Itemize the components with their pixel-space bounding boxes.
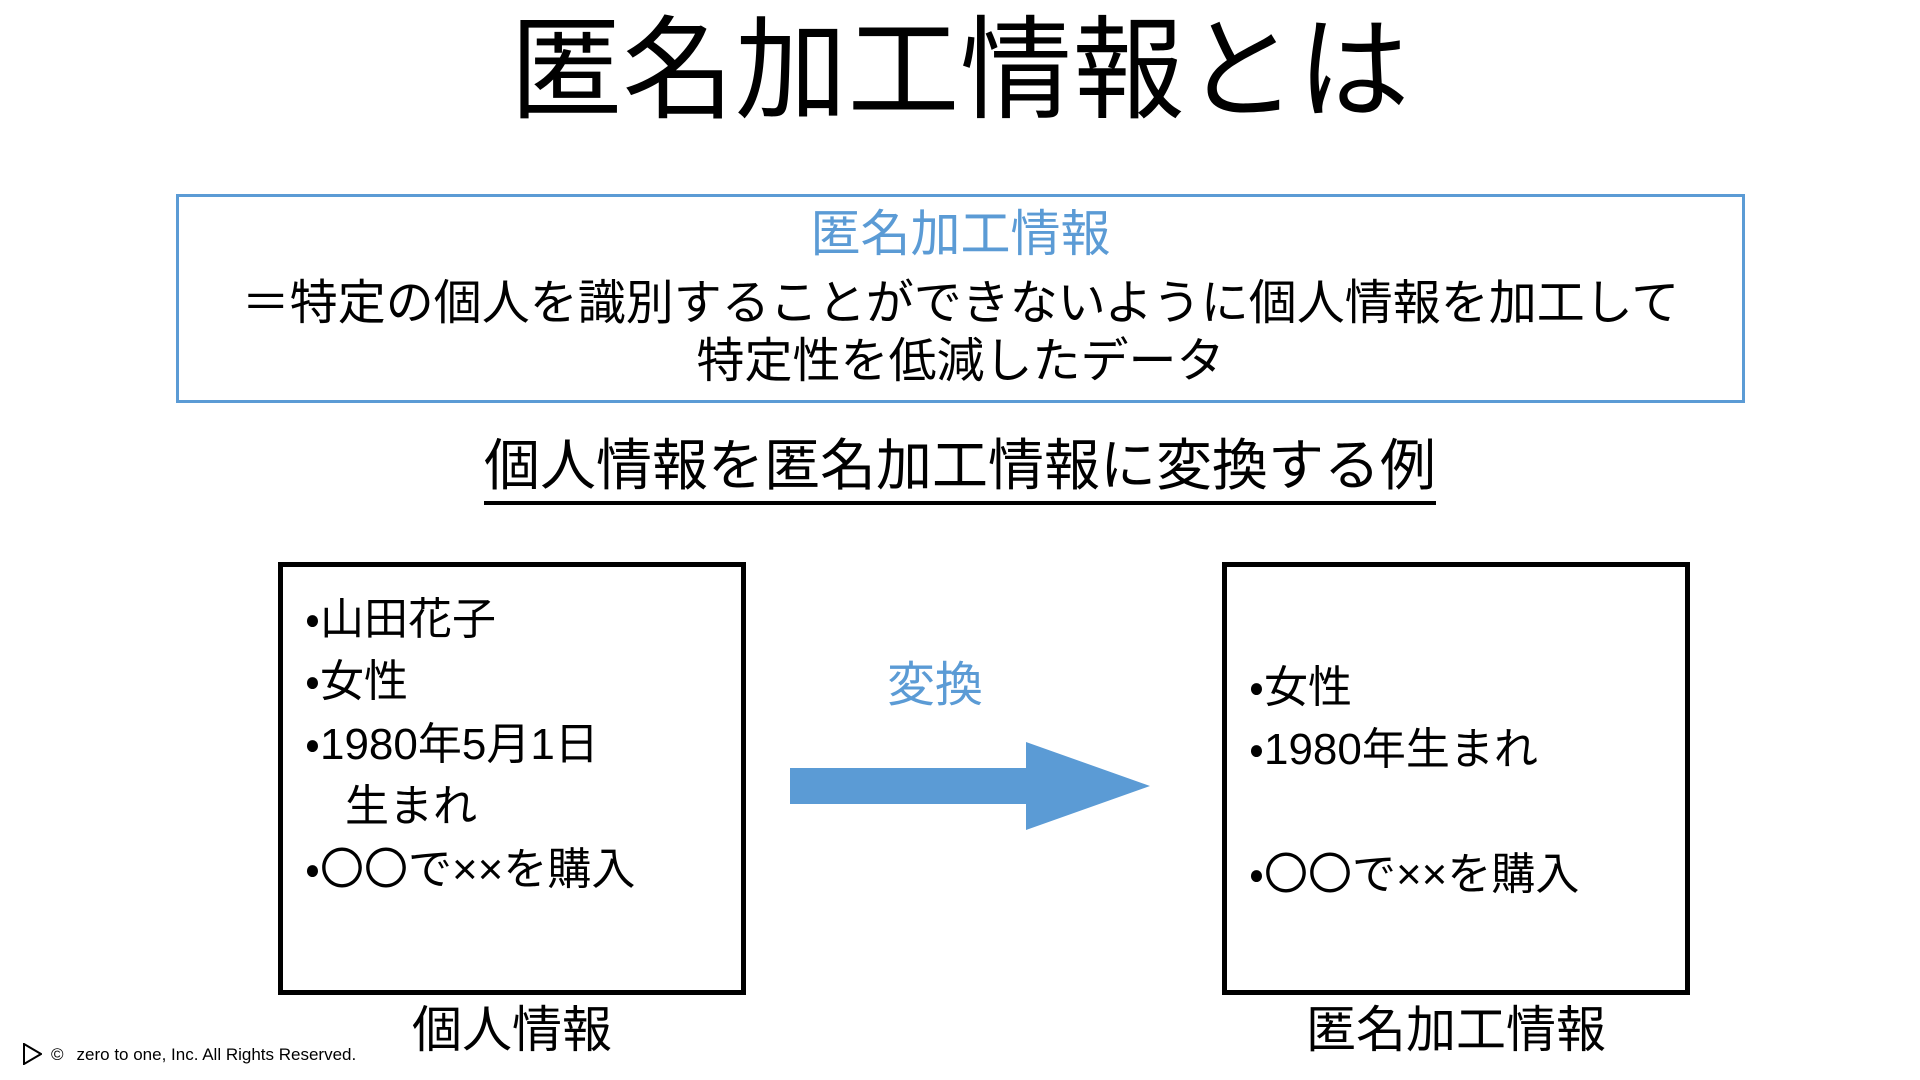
bullet-text: 〇〇で××を購入 bbox=[319, 844, 636, 894]
definition-heading: 匿名加工情報 bbox=[810, 206, 1111, 262]
bullet-marker: ・ bbox=[305, 657, 320, 707]
list-item: ・1980年生まれ bbox=[1249, 719, 1673, 781]
definition-body: ＝特定の個人を識別することができないように個人情報を加工して 特定性を低減したデ… bbox=[179, 275, 1742, 390]
list-item: ・山田花子 bbox=[305, 589, 729, 651]
section-subtitle: 個人情報を匿名加工情報に変換する例 bbox=[0, 432, 1920, 506]
section-subtitle-text: 個人情報を匿名加工情報に変換する例 bbox=[484, 432, 1436, 506]
anonymized-information-caption: 匿名加工情報 bbox=[1306, 1002, 1606, 1058]
personal-information-caption: 個人情報 bbox=[412, 1002, 612, 1058]
bullet-marker: ・ bbox=[1249, 849, 1264, 899]
conversion-arrow-group: 変換 bbox=[790, 659, 1170, 830]
bullet-marker: ・ bbox=[305, 719, 320, 769]
bullet-text: 女性 bbox=[319, 657, 408, 707]
bullet-text: 1980年生まれ bbox=[1263, 725, 1538, 775]
bullet-text: 山田花子 bbox=[319, 595, 496, 644]
bullet-text: 1980年5月1日 bbox=[319, 719, 599, 769]
definition-body-line-2: 特定性を低減したデータ bbox=[696, 334, 1225, 388]
personal-information-bullet-list: ・山田花子 ・女性 ・1980年5月1日 生まれ ・〇〇で××を購入 bbox=[283, 589, 741, 901]
footer-copyright-text: zero to one, Inc. All Rights Reserved. bbox=[76, 1044, 357, 1064]
bullet-text-continuation: 生まれ bbox=[345, 782, 477, 832]
list-item: ・女性 bbox=[305, 651, 729, 713]
list-item: ・女性 bbox=[1249, 657, 1673, 719]
definition-box: 匿名加工情報 ＝特定の個人を識別することができないように個人情報を加工して 特定… bbox=[176, 194, 1745, 403]
list-item: ・1980年5月1日 生まれ bbox=[305, 714, 729, 839]
play-triangle-icon bbox=[23, 1043, 42, 1065]
bullet-marker: ・ bbox=[1249, 725, 1264, 775]
copyright-icon: © bbox=[51, 1044, 64, 1064]
footer: © zero to one, Inc. All Rights Reserved. bbox=[22, 1039, 356, 1069]
list-item: ・〇〇で××を購入 bbox=[305, 839, 729, 901]
right-arrow-icon bbox=[790, 742, 1150, 830]
anonymized-information-bullet-list: ・女性 ・1980年生まれ ・〇〇で××を購入 bbox=[1227, 657, 1685, 906]
conversion-arrow-label: 変換 bbox=[886, 659, 983, 712]
page-title: 匿名加工情報とは bbox=[510, 8, 1410, 133]
anonymized-information-box: ・女性 ・1980年生まれ ・〇〇で××を購入 bbox=[1222, 562, 1690, 995]
bullet-text: 女性 bbox=[1263, 663, 1352, 712]
definition-body-line-1: ＝特定の個人を識別することができないように個人情報を加工して bbox=[241, 277, 1680, 330]
list-item: ・〇〇で××を購入 bbox=[1249, 844, 1673, 906]
bullet-marker: ・ bbox=[1249, 663, 1264, 712]
list-item-spacer bbox=[1249, 782, 1673, 844]
bullet-marker: ・ bbox=[305, 595, 320, 644]
bullet-text: 〇〇で××を購入 bbox=[1263, 849, 1580, 899]
personal-information-box: ・山田花子 ・女性 ・1980年5月1日 生まれ ・〇〇で××を購入 bbox=[278, 562, 746, 995]
bullet-marker: ・ bbox=[305, 844, 320, 894]
